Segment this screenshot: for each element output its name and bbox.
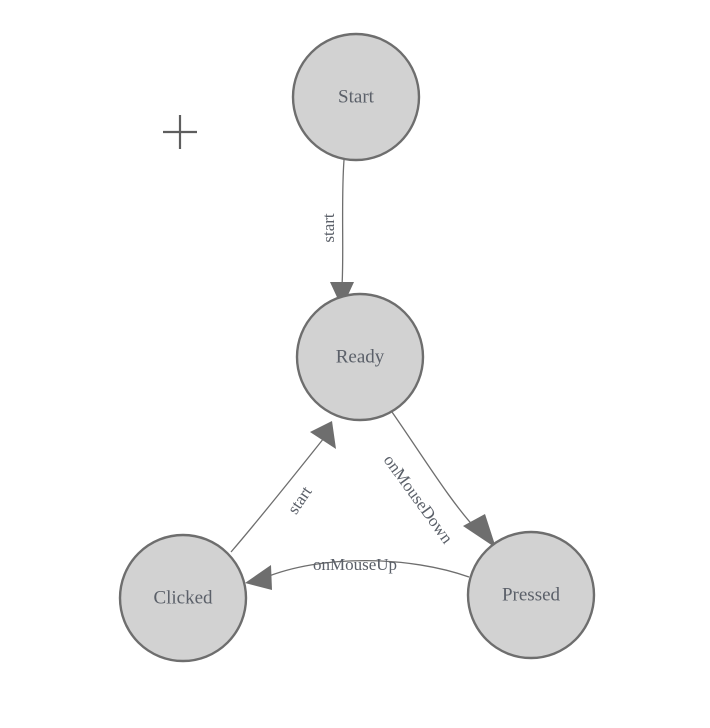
edge-label-e1: start	[319, 213, 338, 243]
edge-label-e4: start	[284, 482, 316, 517]
plus-marker-icon	[163, 115, 197, 149]
edge-clicked-to-ready[interactable]: start	[230, 421, 336, 553]
edge-start-to-ready[interactable]: start	[319, 159, 354, 308]
node-ready-circle	[295, 292, 425, 422]
node-start-circle	[291, 32, 421, 162]
node-pressed[interactable]: Pressed	[466, 530, 596, 660]
node-clicked[interactable]: Clicked	[118, 533, 248, 663]
edge-path-e2	[391, 411, 479, 532]
arrowhead-e1	[330, 282, 354, 308]
arrowhead-e2	[463, 514, 496, 548]
node-pressed-circle	[466, 530, 596, 660]
node-clicked-circle	[118, 533, 248, 663]
edge-label-e2: onMouseDown	[380, 451, 457, 547]
edge-path-e4	[230, 437, 325, 553]
arrowhead-e3	[245, 565, 272, 590]
node-ready[interactable]: Ready	[295, 292, 425, 422]
edge-label-e3: onMouseUp	[313, 555, 397, 574]
edge-path-e3	[263, 560, 470, 579]
edge-path-e1	[341, 159, 345, 287]
node-start[interactable]: Start	[291, 32, 421, 162]
arrowhead-e4	[310, 421, 336, 449]
edge-pressed-to-clicked[interactable]: onMouseUp	[245, 555, 470, 590]
edge-ready-to-pressed[interactable]: onMouseDown	[380, 411, 496, 548]
